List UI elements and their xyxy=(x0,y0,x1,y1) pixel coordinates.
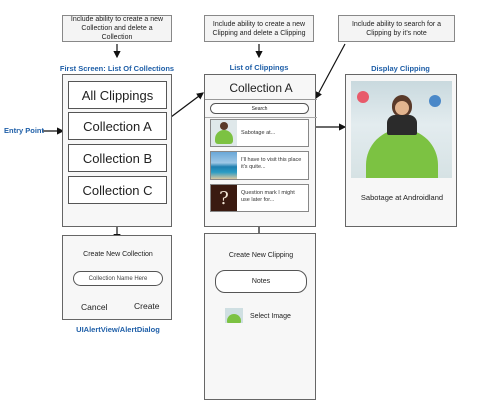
collections-screen: All Clippings Collection A Collection B … xyxy=(62,74,172,227)
note-collections: Include ability to create a new Collecti… xyxy=(62,15,172,42)
question-mark-icon: ? xyxy=(219,187,229,209)
search-input[interactable]: Search xyxy=(210,103,309,114)
person-body xyxy=(387,115,417,135)
clipping-text: Sabotage at... xyxy=(241,130,276,136)
search-placeholder: Search xyxy=(251,105,268,112)
heading-list-clippings: List of Clippings xyxy=(229,63,289,72)
collection-name-placeholder: Collection Name Here xyxy=(88,275,148,282)
question-mark-thumbnail: ? xyxy=(211,185,237,211)
select-image-icon[interactable] xyxy=(225,308,243,323)
search-divider xyxy=(205,117,317,118)
android-thumbnail xyxy=(211,120,237,146)
clipping-row[interactable]: Sabotage at... xyxy=(210,119,309,147)
person-face xyxy=(395,101,409,115)
note-clippings-text: Include ability to create a new Clipping… xyxy=(212,20,306,37)
notes-input[interactable]: Notes xyxy=(215,270,307,293)
new-clipping-screen: Create New Clipping Notes Select Image xyxy=(204,233,316,400)
collection-item-label: All Clippings xyxy=(81,87,154,103)
create-button[interactable]: Create xyxy=(134,301,160,311)
clippings-screen: Collection A Search Sabotage at... I'll … xyxy=(204,74,317,227)
note-search-text: Include ability to search for a Clipping… xyxy=(351,20,442,37)
note-collections-text: Include ability to create a new Collecti… xyxy=(70,16,164,41)
heading-entry-point: Entry Point xyxy=(4,126,45,135)
collection-item-b[interactable]: Collection B xyxy=(68,144,167,172)
android-figure-icon xyxy=(215,130,233,144)
arrow-note-search xyxy=(315,43,346,100)
clipping-row[interactable]: ? Question mark I might use later for... xyxy=(210,184,309,212)
heading-display-clipping: Display Clipping xyxy=(371,64,430,73)
display-clipping-screen: Sabotage at Androidland xyxy=(345,74,457,227)
select-image-label[interactable]: Select Image xyxy=(250,313,291,320)
heading-alert: UIAlertView/AlertDialog xyxy=(76,325,160,334)
android-photo xyxy=(351,81,452,178)
collection-name-input[interactable]: Collection Name Here xyxy=(73,271,163,286)
collection-item-label: Collection A xyxy=(83,118,152,134)
collection-item-label: Collection B xyxy=(82,150,153,166)
android-mini-icon xyxy=(227,314,241,323)
clipping-row[interactable]: I'll have to visit this place it's quite… xyxy=(210,151,309,180)
alert-dialog: Create New Collection Collection Name He… xyxy=(62,235,172,320)
person-head-icon xyxy=(220,122,228,130)
beach-thumbnail xyxy=(211,152,237,179)
clipping-text: I'll have to visit this place it's quite… xyxy=(241,157,302,170)
collection-item-label: Collection C xyxy=(82,182,153,198)
android-figure xyxy=(366,129,438,178)
heading-first-screen: First Screen: List Of Collections xyxy=(59,64,175,73)
collection-item-all[interactable]: All Clippings xyxy=(68,81,167,109)
title-divider xyxy=(205,99,317,100)
notes-placeholder: Notes xyxy=(251,278,271,285)
balloon-icon xyxy=(357,91,369,103)
display-caption: Sabotage at Androidland xyxy=(360,193,444,202)
balloon-icon xyxy=(429,95,441,107)
collection-item-a[interactable]: Collection A xyxy=(68,112,167,140)
clippings-title: Collection A xyxy=(229,81,293,95)
cancel-button[interactable]: Cancel xyxy=(81,302,108,312)
note-clippings: Include ability to create a new Clipping… xyxy=(204,15,314,42)
clipping-text: Question mark I might use later for... xyxy=(241,190,295,203)
alert-title: Create New Collection xyxy=(83,251,153,258)
new-clipping-title: Create New Clipping xyxy=(228,252,294,259)
collection-item-c[interactable]: Collection C xyxy=(68,176,167,204)
note-search: Include ability to search for a Clipping… xyxy=(338,15,455,42)
